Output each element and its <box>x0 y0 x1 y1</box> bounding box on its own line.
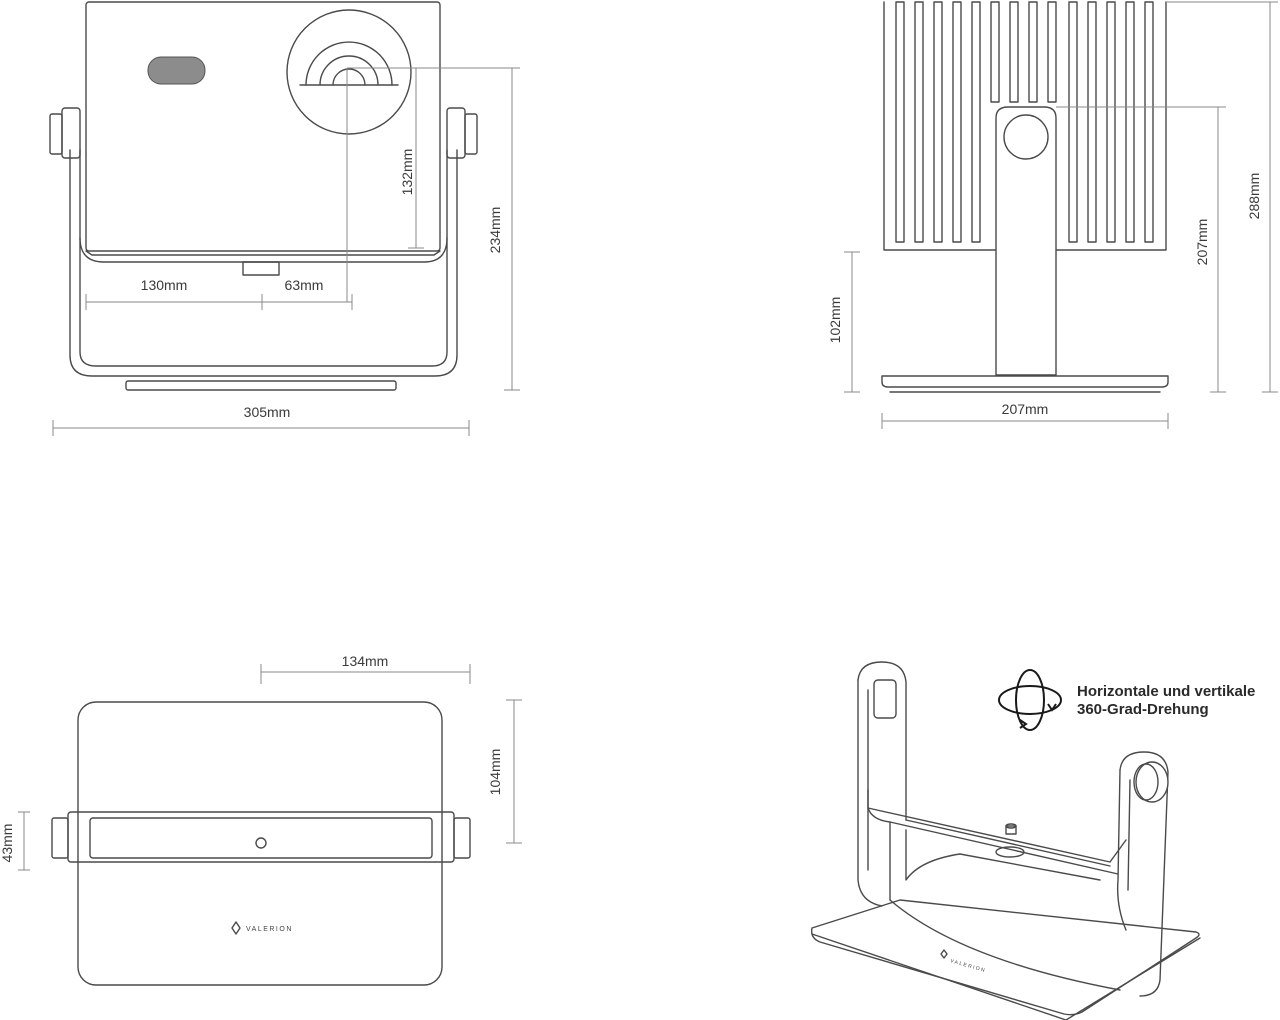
top-mount-hole <box>255 837 267 849</box>
side-base <box>881 375 1169 388</box>
side-heatsink-fins <box>895 1 1154 243</box>
side-stand-column <box>995 106 1057 376</box>
iso-right-arm <box>1119 751 1169 997</box>
lens-offset-left-label: 130mm <box>141 277 188 293</box>
top-view: VALERION 134mm 104mm 43mm <box>0 653 522 986</box>
iso-right-knob <box>1135 761 1169 803</box>
front-arm-right <box>446 107 466 159</box>
iso-base-plate <box>810 899 1200 1016</box>
stand-isometric-view: VALERION Horizontale und vertikale <box>810 661 1255 1020</box>
front-lens-arc-mid <box>319 55 379 86</box>
top-dimension-lines <box>18 664 522 871</box>
front-height-label: 234mm <box>487 207 503 254</box>
front-stand-u <box>69 149 458 377</box>
front-dimension-lines <box>52 67 520 436</box>
top-logo-text: VALERION <box>246 926 293 933</box>
front-lens-arc-outer <box>305 41 393 86</box>
rotation-caption-line2: 360-Grad-Drehung <box>1077 701 1209 718</box>
front-view: 305mm 130mm 63mm 132mm 234mm <box>49 1 520 436</box>
lens-offset-right-label: 63mm <box>285 277 324 293</box>
lens-height-label: 132mm <box>399 149 415 196</box>
front-lens-arc-inner <box>332 68 366 86</box>
front-width-label: 305mm <box>244 404 291 420</box>
top-height-label: 104mm <box>487 749 503 796</box>
side-dimension-lines <box>844 1 1278 429</box>
front-arm-left <box>61 107 81 159</box>
front-lens-circle <box>286 9 412 135</box>
top-band <box>67 811 455 863</box>
front-sensor-pill <box>147 56 206 85</box>
rotate-360-icon <box>998 669 1062 731</box>
valerion-logo-icon <box>231 921 241 935</box>
top-band-label: 43mm <box>0 824 15 863</box>
front-projector-body <box>85 1 441 252</box>
side-view: 288mm 207mm 102mm 207mm <box>827 1 1278 429</box>
iso-left-arm <box>857 661 907 821</box>
top-depth-label: 134mm <box>342 653 389 669</box>
side-height-label: 288mm <box>1246 173 1262 220</box>
side-pivot-height-label: 207mm <box>1194 219 1210 266</box>
front-mount-tab <box>242 261 280 276</box>
front-base-plate <box>125 380 397 391</box>
rotation-caption-line1: Horizontale und vertikale <box>1077 683 1255 700</box>
side-base-height-label: 102mm <box>827 297 843 344</box>
side-base-width-label: 207mm <box>1002 401 1049 417</box>
front-body-lip <box>85 250 441 256</box>
side-pivot-knob <box>1003 114 1049 160</box>
iso-logo-text: VALERION <box>949 958 986 974</box>
